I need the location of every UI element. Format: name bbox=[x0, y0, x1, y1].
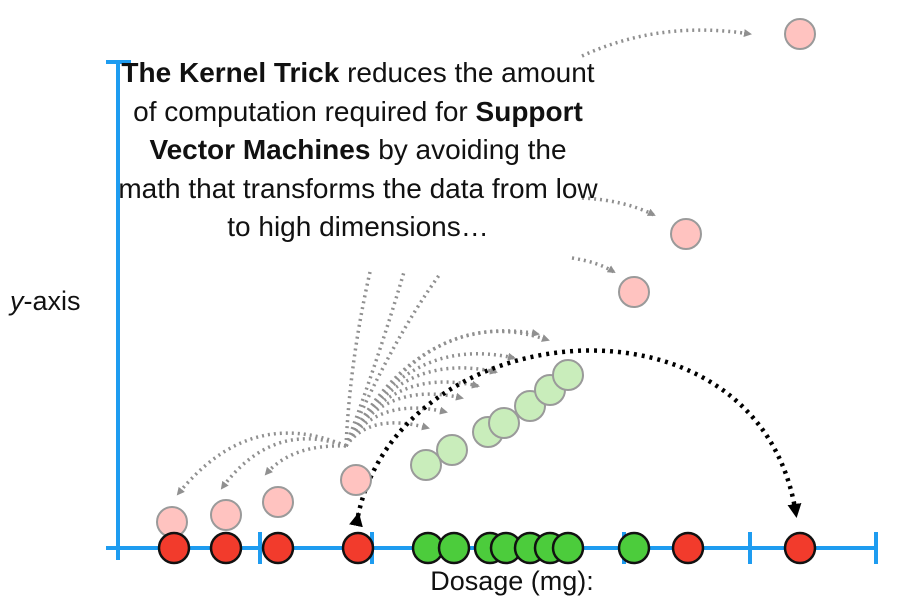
y-axis-label-italic: y bbox=[10, 286, 24, 316]
faded-green-point-1 bbox=[410, 449, 442, 481]
faded-red-point-5 bbox=[618, 276, 650, 308]
kernel-trick-term: The Kernel Trick bbox=[121, 57, 340, 88]
faded-green-point-4 bbox=[488, 407, 520, 439]
faded-red-point-3 bbox=[262, 486, 294, 518]
black-dotted-arc bbox=[349, 348, 802, 528]
arrow-to-circle-3 bbox=[264, 444, 347, 476]
x-axis-label: Dosage (mg): bbox=[430, 566, 594, 596]
red-dosage-point-14 bbox=[783, 531, 817, 565]
arrow-to-green-2 bbox=[344, 406, 448, 447]
arrow-fan-3 bbox=[344, 272, 442, 447]
red-dosage-point-13 bbox=[671, 531, 705, 565]
green-dosage-point-6 bbox=[437, 531, 471, 565]
arrow-to-upper-right-circle bbox=[581, 196, 656, 217]
arrow-to-green-6 bbox=[344, 352, 516, 447]
faded-red-point-6 bbox=[670, 218, 702, 250]
arrow-fan-2 bbox=[344, 271, 406, 447]
faded-green-point-7 bbox=[552, 359, 584, 391]
faded-red-point-7 bbox=[784, 18, 816, 50]
red-dosage-point-1 bbox=[157, 531, 191, 565]
arrow-to-green-1 bbox=[344, 421, 430, 448]
faded-red-point-4 bbox=[340, 464, 372, 496]
y-axis-label: y-axis bbox=[10, 286, 81, 317]
kernel-trick-explanation: The Kernel Trick reduces the amount of c… bbox=[118, 54, 598, 247]
faded-green-point-2 bbox=[436, 434, 468, 466]
gray-dotted-arrows bbox=[176, 28, 752, 496]
green-dosage-point-11 bbox=[551, 531, 585, 565]
dosage-points bbox=[157, 531, 817, 565]
arrow-to-circle-1 bbox=[176, 431, 347, 496]
y-axis-label-rest: -axis bbox=[23, 286, 81, 316]
svm-term: Support Vector Machines bbox=[149, 95, 583, 166]
arrow-to-green-3 bbox=[344, 392, 464, 447]
arrow-to-green-4 bbox=[344, 380, 480, 447]
green-dosage-point-12 bbox=[617, 531, 651, 565]
explanation-part-2: by avoiding the math that transforms the… bbox=[118, 134, 598, 242]
explanation-part-1: reduces the amount of computation requir… bbox=[133, 57, 595, 127]
arrow-to-top-circle bbox=[581, 28, 752, 58]
arrow-fan-1 bbox=[344, 271, 372, 447]
red-dosage-point-2 bbox=[209, 531, 243, 565]
red-dosage-point-3 bbox=[261, 531, 295, 565]
arrow-to-right-circle bbox=[571, 256, 616, 274]
transformed-points bbox=[156, 18, 816, 538]
faded-red-point-2 bbox=[210, 499, 242, 531]
red-dosage-point-4 bbox=[341, 531, 375, 565]
